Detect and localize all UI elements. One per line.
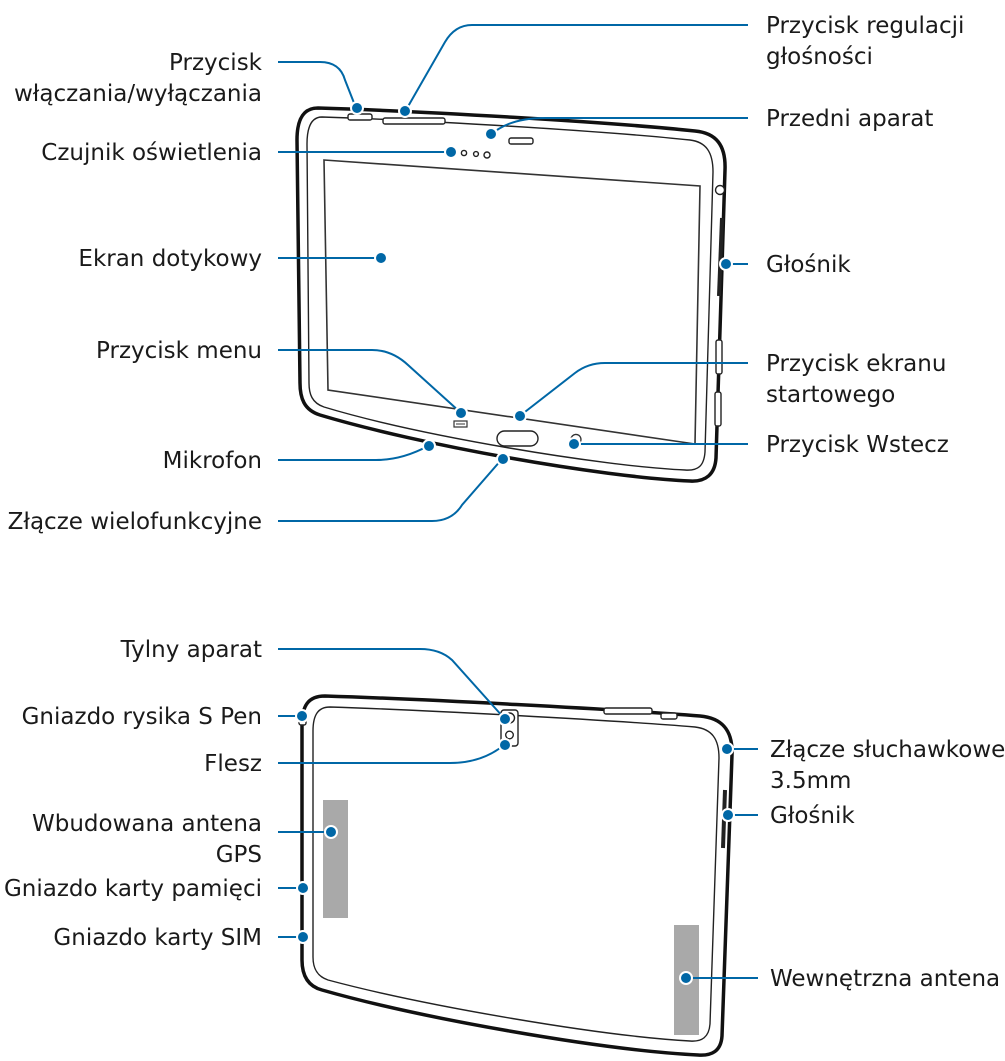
tablet-rear-view xyxy=(298,694,734,1057)
gps-antenna-area xyxy=(323,800,348,918)
label-multipurpose: Złącze wielofunkcyjne xyxy=(8,509,262,535)
ir-blaster-part xyxy=(508,137,534,145)
callout-dot-home xyxy=(513,409,527,423)
label-memory-slot: Gniazdo karty pamięci xyxy=(4,876,262,902)
callout-dot-power xyxy=(350,101,364,115)
leader-power xyxy=(278,61,357,109)
label-front-camera: Przedni aparat xyxy=(766,106,933,132)
leader-rear-camera xyxy=(278,648,505,719)
callout-dot-microphone xyxy=(422,439,436,453)
callout-dot-spen-slot xyxy=(295,709,309,723)
label-touchscreen: Ekran dotykowy xyxy=(78,246,262,272)
label-back: Przycisk Wstecz xyxy=(766,432,949,458)
label-sim-slot: Gniazdo karty SIM xyxy=(53,925,262,951)
leader-lines xyxy=(278,24,758,979)
side-button-upper xyxy=(715,339,723,375)
label-volume-line2: głośności xyxy=(766,44,873,70)
label-home-line1: Przycisk ekranu xyxy=(766,351,946,377)
flash-lens xyxy=(505,730,515,740)
callout-dot-speaker-rear xyxy=(721,808,735,822)
callout-dot-speaker-front xyxy=(719,257,733,271)
callout-dot-memory-slot xyxy=(296,881,310,895)
callout-dot-multipurpose xyxy=(496,452,510,466)
leader-front-camera xyxy=(496,117,748,131)
callout-dot-light-sensor xyxy=(444,145,458,159)
leader-microphone xyxy=(278,445,429,461)
home-button-part xyxy=(496,430,539,447)
label-power-line1: Przycisk xyxy=(169,50,263,76)
leader-menu xyxy=(278,349,461,413)
volume-rocker-part xyxy=(382,117,446,125)
callout-dot-headset xyxy=(720,742,734,756)
proximity-sensor-part xyxy=(472,150,480,158)
side-button-lower xyxy=(714,391,722,427)
label-gps-line1: Wbudowana antena xyxy=(32,811,262,837)
callout-dot-rear-camera xyxy=(498,712,512,726)
leader-multipurpose xyxy=(278,458,503,522)
front-camera-lens xyxy=(483,151,491,159)
label-speaker-rear: Głośnik xyxy=(770,803,855,829)
light-sensor-part xyxy=(460,149,468,157)
callout-dots xyxy=(295,101,735,985)
spen-tip-front xyxy=(714,184,726,196)
callout-dot-touchscreen xyxy=(374,251,388,265)
callout-dot-front-camera xyxy=(484,127,498,141)
menu-key-icon xyxy=(453,420,468,428)
callout-dot-flash xyxy=(498,738,512,752)
leader-volume xyxy=(405,24,748,111)
leader-home xyxy=(520,362,748,416)
callout-dot-back xyxy=(567,437,581,451)
label-speaker-front: Głośnik xyxy=(766,252,851,278)
callout-dot-menu xyxy=(454,406,468,420)
tablet-front-view xyxy=(295,106,727,483)
label-headset-line2: 3.5mm xyxy=(770,768,851,794)
label-microphone: Mikrofon xyxy=(163,448,262,474)
front-labels: Przycisk włączania/wyłączania Czujnik oś… xyxy=(8,13,965,535)
label-spen-slot: Gniazdo rysika S Pen xyxy=(22,704,262,730)
label-home-line2: startowego xyxy=(766,382,895,408)
label-rear-camera: Tylny aparat xyxy=(120,637,262,663)
callout-dot-internal-antenna xyxy=(679,971,693,985)
power-button-part xyxy=(347,113,373,121)
rear-labels: Tylny aparat Gniazdo rysika S Pen Flesz … xyxy=(4,637,1005,992)
speaker-grille-front xyxy=(717,217,724,297)
label-light-sensor: Czujnik oświetlenia xyxy=(41,140,262,166)
rear-top-button-1 xyxy=(603,707,653,715)
callout-dot-volume xyxy=(398,104,412,118)
tablet-rear-panel xyxy=(312,706,720,1042)
label-gps-line2: GPS xyxy=(216,842,262,868)
rear-top-button-2 xyxy=(660,712,678,720)
label-flash: Flesz xyxy=(204,751,262,777)
label-menu: Przycisk menu xyxy=(96,338,262,364)
label-internal-antenna: Wewnętrzna antena xyxy=(770,966,1000,992)
label-volume-line1: Przycisk regulacji xyxy=(766,13,964,39)
label-headset-line1: Złącze słuchawkowe xyxy=(770,737,1005,763)
callout-dot-sim-slot xyxy=(296,930,310,944)
callout-dot-gps xyxy=(324,825,338,839)
label-power-line2: włączania/wyłączania xyxy=(14,81,262,107)
